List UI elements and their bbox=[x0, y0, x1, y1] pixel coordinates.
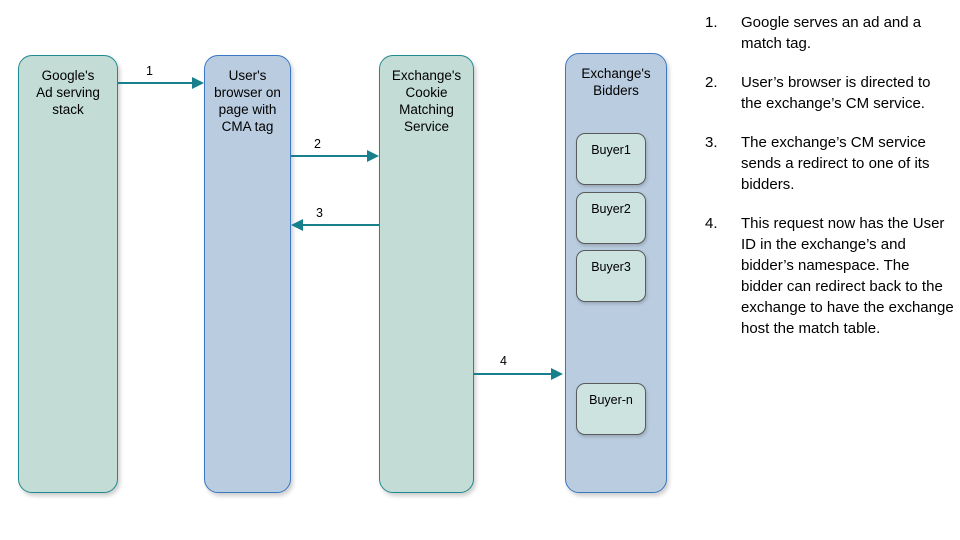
node-google-ad-serving-stack: Google's Ad serving stack bbox=[18, 55, 118, 493]
step-item-3-number: 3. bbox=[705, 134, 718, 151]
step-item-4: 4. This request now has the User ID in t… bbox=[705, 213, 955, 339]
step-item-2-number: 2. bbox=[705, 74, 718, 91]
arrow-1-head-icon bbox=[192, 77, 204, 89]
arrow-3-label: 3 bbox=[316, 206, 323, 220]
node-users-browser: User's browser on page with CMA tag bbox=[204, 55, 291, 493]
buyer-box-buyer-n-label: Buyer-n bbox=[589, 393, 633, 407]
arrow-4-head-icon bbox=[551, 368, 563, 380]
arrow-2-label: 2 bbox=[314, 137, 321, 151]
arrow-1-label: 1 bbox=[146, 64, 153, 78]
step-item-4-number: 4. bbox=[705, 215, 718, 232]
step-item-2-text: User’s browser is directed to the exchan… bbox=[741, 74, 931, 112]
node-users-browser-label: User's browser on page with CMA tag bbox=[214, 68, 281, 134]
arrow-4-label: 4 bbox=[500, 354, 507, 368]
arrow-3-head-icon bbox=[291, 219, 303, 231]
buyer-box-buyer3-label: Buyer3 bbox=[591, 260, 631, 274]
step-item-1-text: Google serves an ad and a match tag. bbox=[741, 14, 922, 52]
step-item-3-text: The exchange’s CM service sends a redire… bbox=[741, 134, 930, 193]
buyer-box-buyer1-label: Buyer1 bbox=[591, 143, 631, 157]
arrow-2-line bbox=[291, 155, 369, 157]
node-exchange-bidders-label: Exchange's Bidders bbox=[581, 66, 651, 98]
arrow-1-line bbox=[118, 82, 194, 84]
step-item-1-number: 1. bbox=[705, 14, 718, 31]
step-item-2: 2. User’s browser is directed to the exc… bbox=[705, 72, 955, 114]
arrow-2-head-icon bbox=[367, 150, 379, 162]
buyer-box-buyer3[interactable]: Buyer3 bbox=[576, 250, 646, 302]
node-exchange-cookie-matching-service: Exchange's Cookie Matching Service bbox=[379, 55, 474, 493]
node-exchange-cookie-matching-service-label: Exchange's Cookie Matching Service bbox=[391, 68, 462, 134]
buyer-box-buyer1[interactable]: Buyer1 bbox=[576, 133, 646, 185]
step-item-3: 3. The exchange’s CM service sends a red… bbox=[705, 132, 955, 195]
node-google-ad-serving-stack-label: Google's Ad serving stack bbox=[36, 68, 100, 117]
step-item-1: 1. Google serves an ad and a match tag. bbox=[705, 12, 955, 54]
arrow-4-line bbox=[474, 373, 553, 375]
step-item-4-text: This request now has the User ID in the … bbox=[741, 215, 954, 337]
arrow-3-line bbox=[303, 224, 379, 226]
buyer-box-buyer2-label: Buyer2 bbox=[591, 202, 631, 216]
buyer-box-buyer-n[interactable]: Buyer-n bbox=[576, 383, 646, 435]
buyer-box-buyer2[interactable]: Buyer2 bbox=[576, 192, 646, 244]
steps-list: 1. Google serves an ad and a match tag. … bbox=[705, 12, 955, 357]
